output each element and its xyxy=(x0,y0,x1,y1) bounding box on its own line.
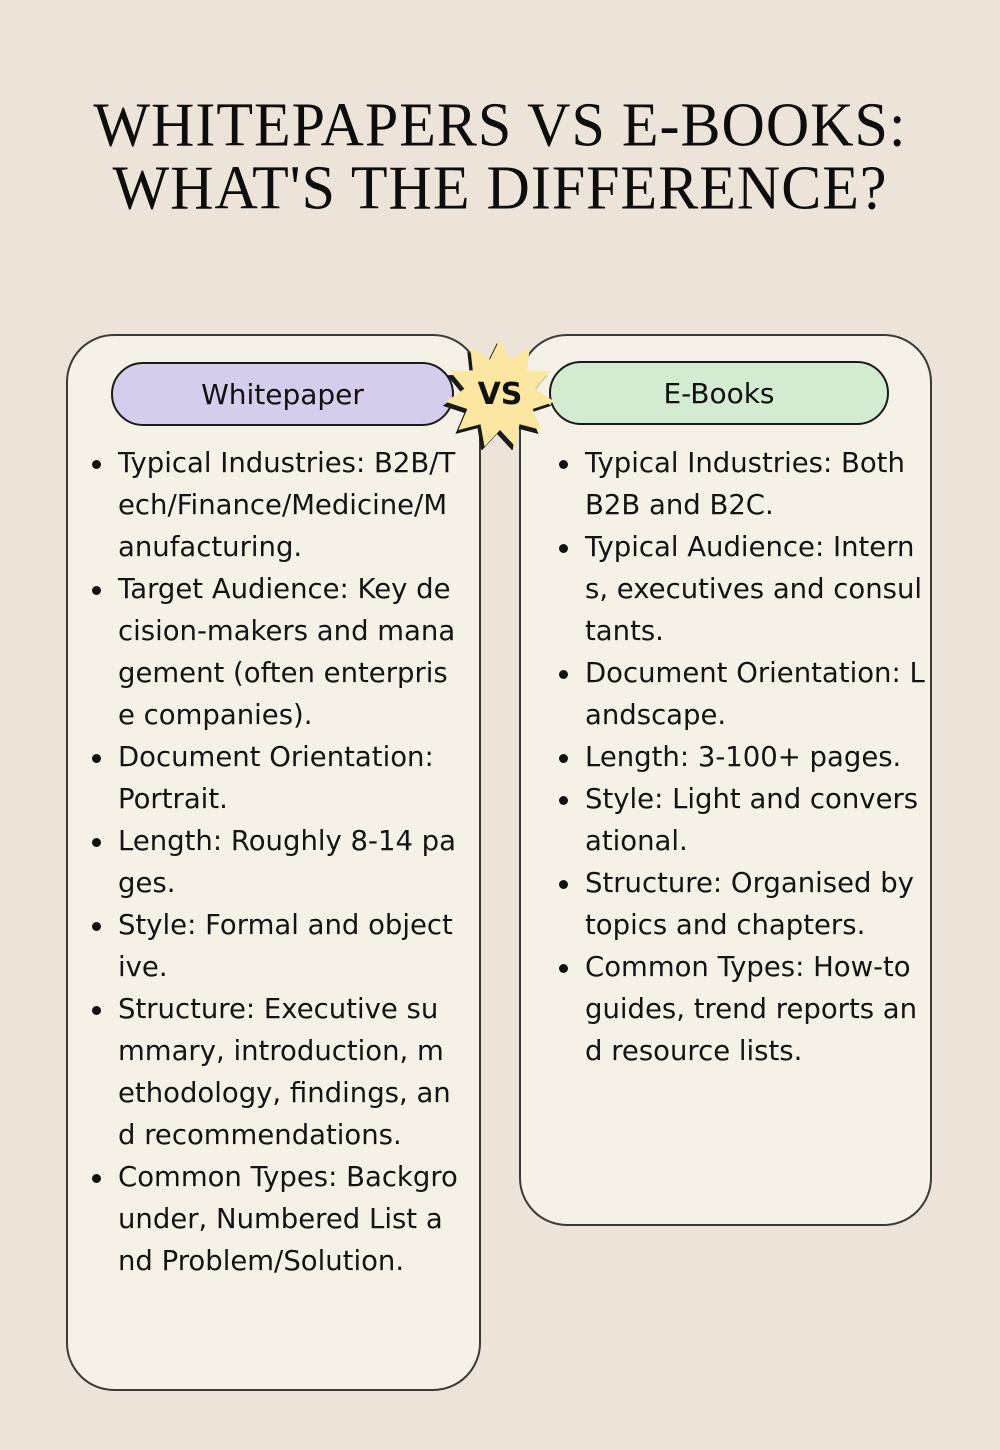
page-title: WHITEPAPERS VS E-BOOKS: WHAT'S THE DIFFE… xyxy=(0,93,1000,219)
ebooks-list: Typical Industries: Both B2B and B2C. Ty… xyxy=(555,442,925,1072)
list-item: Length: 3-100+ pages. xyxy=(555,736,925,778)
starburst-icon xyxy=(443,339,555,450)
title-line-1: WHITEPAPERS VS E-BOOKS: xyxy=(93,89,907,160)
list-item: Common Types: Backgrounder, Numbered Lis… xyxy=(88,1156,458,1282)
list-item: Structure: Executive summary, introducti… xyxy=(88,988,458,1156)
whitepaper-heading: Whitepaper xyxy=(201,377,364,411)
list-item: Typical Industries: Both B2B and B2C. xyxy=(555,442,925,526)
list-item: Document Orientation: Landscape. xyxy=(555,652,925,736)
list-item: Document Orientation: Portrait. xyxy=(88,736,458,820)
ebooks-heading-pill: E-Books xyxy=(549,361,889,425)
vs-label: VS xyxy=(477,376,523,412)
list-item: Style: Light and conversational. xyxy=(555,778,925,862)
list-item: Common Types: How-to guides, trend repor… xyxy=(555,946,925,1072)
whitepaper-heading-pill: Whitepaper xyxy=(111,362,454,426)
vs-badge: VS xyxy=(443,338,557,450)
list-item: Typical Industries: B2B/Tech/Finance/Med… xyxy=(88,442,458,568)
list-item: Target Audience: Key decision-makers and… xyxy=(88,568,458,736)
list-item: Style: Formal and objective. xyxy=(88,904,458,988)
ebooks-card xyxy=(519,334,932,1226)
list-item: Typical Audience: Interns, executives an… xyxy=(555,526,925,652)
list-item: Length: Roughly 8-14 pages. xyxy=(88,820,458,904)
whitepaper-card xyxy=(66,334,481,1391)
whitepaper-list: Typical Industries: B2B/Tech/Finance/Med… xyxy=(88,442,458,1282)
title-line-2: WHAT'S THE DIFFERENCE? xyxy=(112,152,888,223)
list-item: Structure: Organised by topics and chapt… xyxy=(555,862,925,946)
ebooks-heading: E-Books xyxy=(663,376,775,410)
